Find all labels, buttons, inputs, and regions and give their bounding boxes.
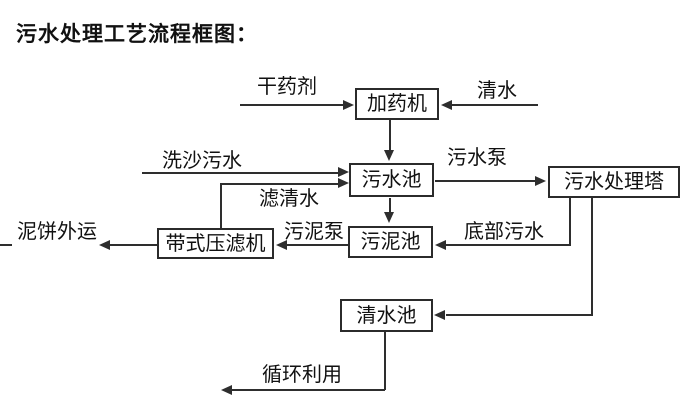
flow-label-dry-chemical: 干药剂 xyxy=(257,76,317,98)
edge-bottom-sewage-vline xyxy=(569,198,571,246)
flow-label-bottom-sewage: 底部污水 xyxy=(464,221,544,243)
arrowhead-into-sewage-pool-top xyxy=(384,150,394,161)
edge-clean-water-line xyxy=(452,104,538,106)
arrowhead-into-dosing-machine-left xyxy=(343,100,354,110)
edge-filtered-water-hline xyxy=(220,183,338,185)
arrowhead-mud-cake-outbound xyxy=(99,240,110,250)
arrowhead-into-sewage-pool-lower xyxy=(338,178,349,188)
arrowhead-into-dosing-machine-right xyxy=(441,100,452,110)
arrowhead-into-treatment-tower xyxy=(535,176,546,186)
edge-tower-to-clean-vline xyxy=(591,198,593,316)
flow-label-sludge-pump: 污泥泵 xyxy=(284,221,344,243)
flow-label-recycle-use: 循环利用 xyxy=(262,364,342,386)
flow-label-clean-water: 清水 xyxy=(477,80,517,102)
arrowhead-recycle-use xyxy=(221,385,232,395)
arrowhead-into-belt-filter-press xyxy=(276,240,287,250)
edge-sewage-to-sludge-line xyxy=(389,198,391,214)
edge-recycle-hline xyxy=(232,389,385,391)
edge-mud-cake-line xyxy=(110,244,157,246)
page-title: 污水处理工艺流程框图： xyxy=(16,22,258,46)
node-dosing-machine-label: 加药机 xyxy=(367,93,427,115)
node-treatment-tower-label: 污水处理塔 xyxy=(564,171,664,193)
flow-label-sewage-pump: 污水泵 xyxy=(447,147,507,169)
node-sludge-pool: 污泥池 xyxy=(348,226,433,258)
node-belt-filter-press: 带式压滤机 xyxy=(157,228,274,259)
node-sludge-pool-label: 污泥池 xyxy=(360,231,421,253)
node-treatment-tower: 污水处理塔 xyxy=(548,166,680,198)
node-clean-water-pool: 清水池 xyxy=(340,299,433,332)
flow-label-mud-cake-outbound: 泥饼外运 xyxy=(17,221,97,243)
edge-recycle-vline xyxy=(384,332,386,390)
edge-sand-washing-line xyxy=(142,172,338,174)
edge-tower-to-clean-hline xyxy=(446,314,593,316)
flow-label-filtered-water: 滤清水 xyxy=(259,188,319,210)
edge-filtered-water-vline xyxy=(220,183,222,228)
edge-dry-chemical-line xyxy=(240,104,344,106)
arrowhead-into-sludge-pool-right xyxy=(435,240,446,250)
node-dosing-machine: 加药机 xyxy=(355,88,439,120)
edge-mud-cake-stub-line xyxy=(0,244,12,246)
flow-label-sand-washing-sewage: 洗沙污水 xyxy=(162,150,242,172)
node-belt-filter-press-label: 带式压滤机 xyxy=(165,232,266,255)
node-clean-water-pool-label: 清水池 xyxy=(356,304,417,327)
arrowhead-into-sludge-pool-top xyxy=(384,212,394,223)
node-sewage-pool-label: 污水池 xyxy=(361,169,422,191)
edge-bottom-sewage-hline xyxy=(446,244,571,246)
arrowhead-into-clean-water-pool xyxy=(434,310,445,320)
arrowhead-into-sewage-pool-upper xyxy=(338,167,349,177)
edge-dosing-to-sewage-line xyxy=(389,120,391,152)
edge-sludge-pump-line xyxy=(287,244,348,246)
node-sewage-pool: 污水池 xyxy=(349,163,434,197)
edge-sewage-pump-line xyxy=(435,180,535,182)
